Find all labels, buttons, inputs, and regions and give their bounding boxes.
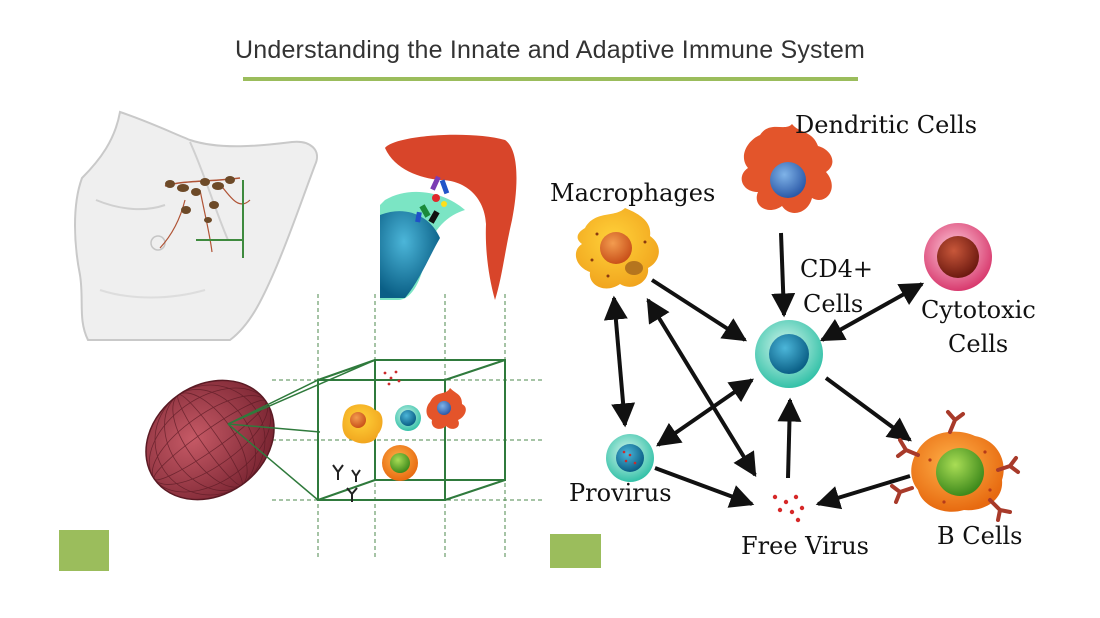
edge-dendritic-cd4 xyxy=(771,232,796,318)
edge-provirus-freevirus xyxy=(654,466,755,508)
edge-macrophages-provirus xyxy=(603,295,636,428)
label-provirus: Provirus xyxy=(569,479,672,507)
macrophage-cell-icon xyxy=(575,208,659,289)
right-accent-badge xyxy=(550,534,601,568)
label-cd4-line2: Cells xyxy=(803,290,863,318)
label-cd4-line1: CD4+ xyxy=(800,255,873,283)
label-cytotoxic-line1: Cytotoxic xyxy=(921,296,1036,324)
dendritic-cell-icon xyxy=(741,124,833,213)
torso-lymph-node-icon xyxy=(74,110,318,341)
immune-network-diagram: Dendritic Cells Macrophages CD4+ Cells C… xyxy=(550,111,1036,560)
b-cell-icon xyxy=(890,410,1020,522)
cytotoxic-cell-icon xyxy=(924,223,992,291)
antigen-binding-icon xyxy=(380,134,517,300)
label-macrophages: Macrophages xyxy=(550,179,715,207)
edge-provirus-cd4 xyxy=(656,378,754,447)
label-dendritic-cells: Dendritic Cells xyxy=(795,111,977,139)
left-accent-badge xyxy=(59,530,109,571)
provirus-cell-icon xyxy=(606,434,654,482)
label-free-virus: Free Virus xyxy=(741,532,869,560)
edge-bcells-freevirus xyxy=(815,474,911,510)
page-title: Understanding the Innate and Adaptive Im… xyxy=(234,36,866,64)
label-b-cells: B Cells xyxy=(937,522,1023,550)
edge-cd4-cytotoxic xyxy=(819,282,925,342)
edge-cd4-bcells xyxy=(824,376,912,442)
title-underline xyxy=(243,77,858,81)
lymph-node-cells-icon xyxy=(145,294,545,560)
cd4-cell-icon xyxy=(755,320,823,388)
edge-freevirus-cd4 xyxy=(777,397,802,479)
label-cytotoxic-line2: Cells xyxy=(948,330,1008,358)
free-virus-icon xyxy=(772,494,805,523)
